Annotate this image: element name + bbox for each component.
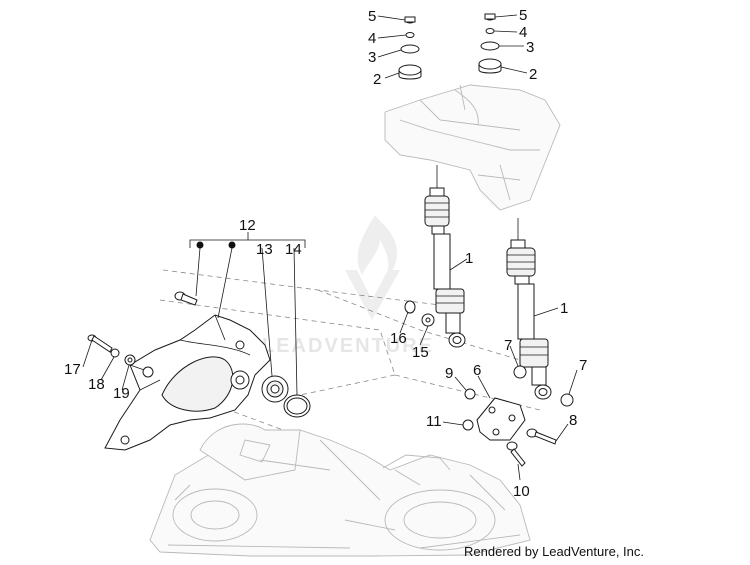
callout-2-left: 2 [373, 71, 381, 88]
callout-2-right: 2 [529, 66, 537, 83]
nut-11 [462, 419, 474, 431]
watermark-logo [345, 215, 400, 320]
group-12-marker [189, 232, 306, 249]
callout-6: 6 [473, 362, 481, 379]
callout-11: 11 [426, 413, 442, 430]
callout-7-left: 7 [504, 337, 512, 354]
callout-14: 14 [285, 241, 302, 258]
nut-7-right [560, 393, 574, 407]
callout-4-right: 4 [519, 24, 527, 41]
bolt-17 [87, 334, 113, 353]
bolt-10 [506, 441, 526, 467]
callout-1-left: 1 [465, 250, 473, 267]
circlip-14 [283, 394, 311, 418]
leader-lines [82, 14, 578, 481]
callout-15: 15 [412, 344, 429, 361]
shock-absorber-right [506, 218, 552, 400]
callout-labels: 1 1 2 2 3 3 4 4 5 5 6 7 7 8 9 10 11 12 1… [64, 7, 587, 500]
washer-18 [110, 348, 120, 358]
callout-16: 16 [390, 330, 407, 347]
callout-12: 12 [239, 217, 256, 234]
watermark-text: LEADVENTURE [262, 335, 434, 357]
nut-7-left [513, 365, 527, 379]
bracket-pin [174, 291, 198, 306]
top-mount-right [478, 13, 502, 74]
top-mount-left [398, 16, 422, 80]
render-credit: Rendered by LeadVenture, Inc. [464, 544, 644, 559]
callout-18: 18 [88, 376, 105, 393]
callout-5-right: 5 [519, 7, 527, 24]
bolt-8 [526, 428, 557, 445]
engine-assembly [149, 423, 531, 557]
callout-8: 8 [569, 412, 577, 429]
callout-17: 17 [64, 361, 81, 378]
callout-3-left: 3 [368, 49, 376, 66]
swing-arm-bracket [104, 314, 271, 451]
callout-9: 9 [445, 365, 453, 382]
callout-19: 19 [113, 385, 130, 402]
callout-13: 13 [256, 241, 273, 258]
nut-16 [404, 300, 416, 314]
callout-4-left: 4 [368, 30, 376, 47]
bearing-13 [261, 375, 289, 403]
nut-9 [464, 388, 476, 400]
callout-5-left: 5 [368, 8, 376, 25]
callout-3-right: 3 [526, 39, 534, 56]
callout-10: 10 [513, 483, 530, 500]
lower-bracket-6 [476, 397, 526, 441]
frame-bracket [384, 84, 561, 211]
callout-1-right: 1 [560, 300, 568, 317]
shock-absorber-left [424, 165, 466, 348]
callout-7-right: 7 [579, 357, 587, 374]
